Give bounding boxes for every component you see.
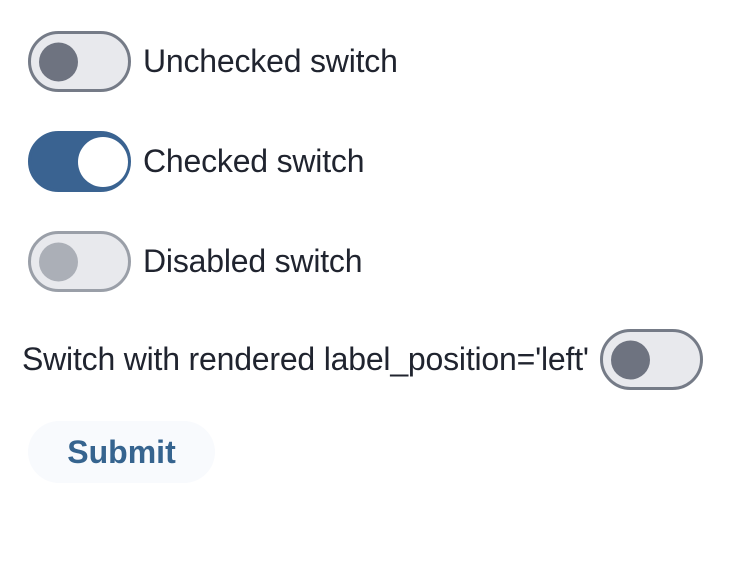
- switch-knob: [611, 340, 650, 379]
- switch-row-label-left: Switch with rendered label_position='lef…: [22, 329, 589, 390]
- switch-row-disabled: Disabled switch: [28, 231, 363, 292]
- switch-row-unchecked: Unchecked switch: [28, 31, 398, 92]
- switch-knob: [39, 42, 78, 81]
- label-left-switch-label: Switch with rendered label_position='lef…: [22, 341, 589, 377]
- switch-knob: [39, 242, 78, 281]
- disabled-switch-toggle: [28, 231, 131, 292]
- disabled-switch-label: Disabled switch: [143, 243, 363, 279]
- unchecked-switch-toggle[interactable]: [28, 31, 131, 92]
- checked-switch-toggle[interactable]: [28, 131, 131, 192]
- checked-switch-label: Checked switch: [143, 143, 365, 179]
- switch-knob: [78, 136, 128, 187]
- switch-row-checked: Checked switch: [28, 131, 364, 192]
- submit-button[interactable]: Submit: [28, 421, 215, 483]
- label-left-switch-toggle[interactable]: [600, 329, 703, 390]
- unchecked-switch-label: Unchecked switch: [143, 43, 398, 79]
